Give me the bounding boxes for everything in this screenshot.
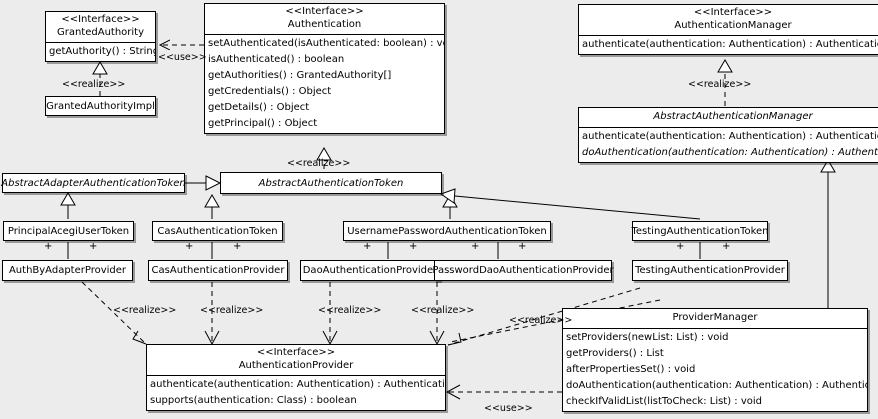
method: getAuthority() : String [49, 46, 155, 57]
method: setProviders(newList: List) : void [566, 331, 729, 343]
class-name: CasAuthenticationToken [157, 225, 278, 237]
method: isAuthenticated() : boolean [208, 54, 345, 65]
class-principal-acegi-user-token[interactable]: PrincipalAcegiUserToken [3, 221, 134, 241]
edge-label-realize-auth-by-adapter: <<realize>> [113, 305, 177, 316]
class-name: GrantedAuthority [56, 26, 145, 38]
class-password-dao-authentication-provider[interactable]: PasswordDaoAuthenticationProvider [432, 260, 614, 281]
edge-label-realize-manager: <<realize>> [688, 79, 752, 90]
edge-label-realize-testing-provider: <<realize>> [509, 315, 573, 326]
association-adornment-plus: + [89, 241, 98, 252]
association-adornment-plus: + [471, 241, 480, 252]
association-adornment-plus: + [409, 241, 418, 252]
association-adornment-plus: + [44, 241, 53, 252]
class-name: PrincipalAcegiUserToken [7, 225, 130, 237]
class-name: GrantedAuthorityImpl [46, 100, 155, 112]
method: supports(authentication: Class) : boolea… [150, 395, 357, 406]
class-header: <<Interface>> AuthenticationProvider [147, 345, 445, 375]
stereotype-label: <<Interface>> [61, 14, 140, 25]
class-auth-by-adapter-provider[interactable]: AuthByAdapterProvider [2, 260, 133, 281]
class-authentication[interactable]: <<Interface>> Authentication setAuthenti… [204, 3, 445, 134]
class-abstract-authentication-token[interactable]: AbstractAuthenticationToken [220, 172, 442, 194]
stereotype-label: <<Interface>> [285, 6, 364, 17]
method: authenticate(authentication: Authenticat… [582, 130, 878, 142]
class-name: CasAuthenticationProvider [151, 265, 285, 276]
class-name: AuthByAdapterProvider [8, 265, 127, 276]
edge-label-realize-dao-provider: <<realize>> [318, 305, 382, 316]
stereotype-label: <<Interface>> [693, 7, 773, 18]
edge-label-use-provider-manager: <<use>> [484, 403, 533, 414]
class-name: AuthenticationManager [674, 19, 792, 31]
class-name: AbstractAuthenticationManager [653, 111, 813, 122]
stereotype-label: <<Interface>> [256, 347, 336, 358]
class-testing-authentication-token[interactable]: TestingAuthenticationToken [631, 221, 769, 241]
method-compartment: authenticate(authentication: Authenticat… [147, 375, 445, 410]
class-header: <<Interface>> Authentication [205, 4, 444, 34]
class-name: UsernamePasswordAuthenticationToken [347, 225, 547, 237]
method: getCredentials() : Object [208, 86, 332, 97]
method: authenticate(authentication: Authenticat… [582, 39, 878, 50]
association-adornment-plus: + [185, 241, 194, 252]
association-adornment-plus: + [363, 241, 372, 252]
edge-label-realize-abstract-authentication-token: <<realize>> [287, 158, 351, 169]
class-authentication-manager[interactable]: <<Interface>> AuthenticationManager auth… [578, 4, 878, 55]
class-username-password-authentication-token[interactable]: UsernamePasswordAuthenticationToken [343, 221, 551, 241]
method-compartment: authenticate(authentication: Authenticat… [579, 126, 878, 162]
class-header: <<Interface>> GrantedAuthority [46, 12, 155, 42]
edge-label-realize-cas-provider: <<realize>> [200, 305, 264, 316]
class-name: ProviderManager [672, 312, 758, 323]
class-header: ProviderManager [563, 309, 867, 328]
method: doAuthentication(authentication: Authent… [566, 379, 867, 391]
class-dao-authentication-provider[interactable]: DaoAuthenticationProvider [300, 260, 440, 281]
method: getProviders() : List [566, 347, 664, 359]
class-header: <<Interface>> AuthenticationManager [579, 5, 878, 35]
method: afterPropertiesSet() : void [566, 363, 696, 375]
method: doAuthentication(authentication: Authent… [582, 146, 878, 158]
method-compartment: getAuthority() : String [46, 42, 155, 61]
class-granted-authority[interactable]: <<Interface>> GrantedAuthority getAuthor… [45, 11, 156, 62]
edge-label-use-granted-authority: <<use>> [158, 52, 207, 63]
class-granted-authority-impl[interactable]: GrantedAuthorityImpl [45, 96, 156, 116]
method-compartment: setProviders(newList: List) : void getPr… [563, 327, 867, 411]
method: getDetails() : Object [208, 102, 310, 113]
class-authentication-provider[interactable]: <<Interface>> AuthenticationProvider aut… [146, 344, 446, 411]
method-compartment: setAuthenticated(isAuthenticated: boolea… [205, 34, 444, 133]
edge-label-realize-password-dao-provider: <<realize>> [411, 305, 475, 316]
class-name: TestingAuthenticationProvider [635, 265, 785, 276]
class-testing-authentication-provider[interactable]: TestingAuthenticationProvider [632, 260, 788, 281]
association-adornment-plus: + [518, 241, 527, 252]
method: setAuthenticated(isAuthenticated: boolea… [208, 38, 444, 49]
edge-label-realize-granted-authority-impl: <<realize>> [62, 79, 126, 90]
method: getPrincipal() : Object [208, 118, 318, 129]
method: getAuthorities() : GrantedAuthority[] [208, 70, 392, 81]
class-provider-manager[interactable]: ProviderManager setProviders(newList: Li… [562, 308, 868, 412]
class-cas-authentication-provider[interactable]: CasAuthenticationProvider [148, 260, 288, 281]
class-name: TestingAuthenticationToken [631, 225, 769, 237]
method-compartment: authenticate(authentication: Authenticat… [579, 35, 878, 54]
class-name: AbstractAuthenticationToken [258, 177, 404, 189]
method: authenticate(authentication: Authenticat… [150, 379, 445, 390]
class-abstract-adapter-authentication-token[interactable]: AbstractAdapterAuthenticationToken [1, 173, 186, 193]
class-name: AbstractAdapterAuthenticationToken [1, 177, 186, 189]
class-name: Authentication [287, 18, 362, 30]
class-cas-authentication-token[interactable]: CasAuthenticationToken [152, 221, 283, 241]
association-adornment-plus: + [722, 241, 731, 252]
class-header: AbstractAuthenticationManager [579, 108, 878, 127]
class-name: DaoAuthenticationProvider [302, 265, 438, 276]
class-name: AuthenticationProvider [238, 359, 354, 371]
association-adornment-plus: + [233, 241, 242, 252]
class-name: PasswordDaoAuthenticationProvider [432, 265, 614, 276]
class-abstract-authentication-manager[interactable]: AbstractAuthenticationManager authentica… [578, 107, 878, 163]
method: checkIfValidList(listToCheck: List) : vo… [566, 395, 763, 407]
association-adornment-plus: + [676, 241, 685, 252]
